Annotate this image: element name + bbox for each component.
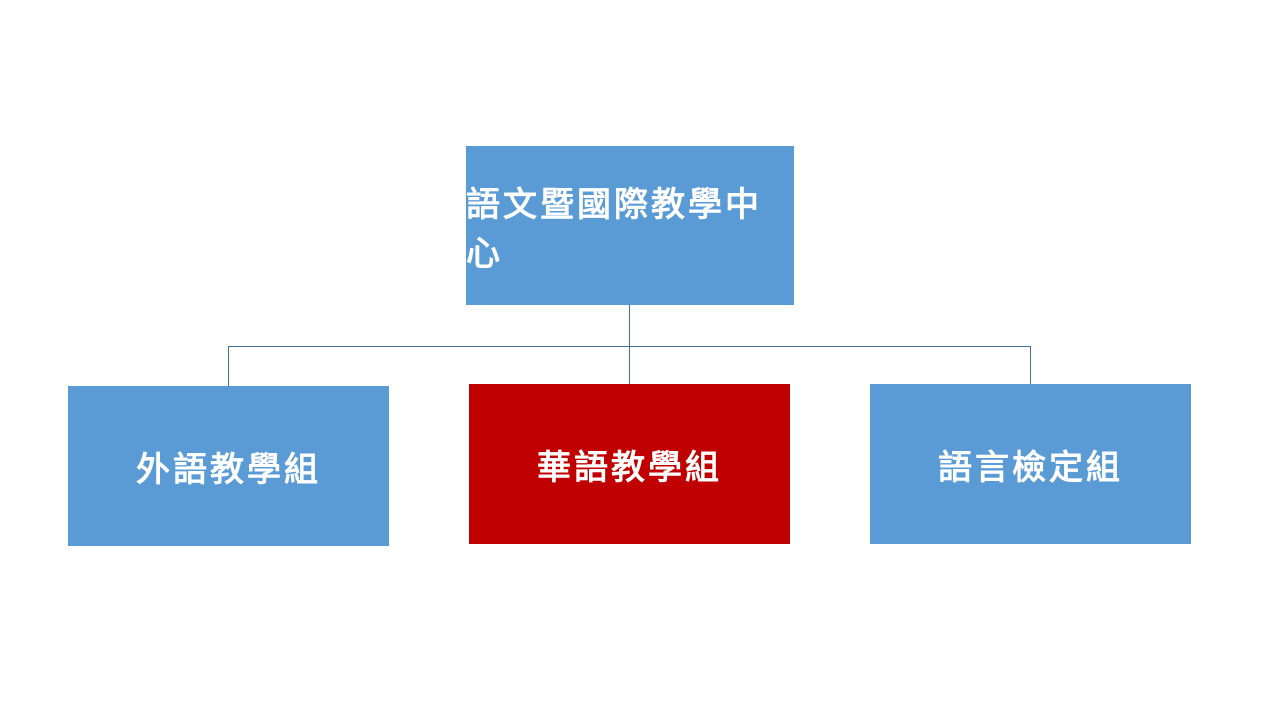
org-node-language-testing: 語言檢定組 xyxy=(870,384,1191,544)
org-node-foreign-language: 外語教學組 xyxy=(68,386,389,546)
org-node-root: 語文暨國際教學中心 xyxy=(466,146,794,305)
org-node-label: 語言檢定組 xyxy=(938,447,1123,488)
org-node-label: 外語教學組 xyxy=(136,449,321,490)
org-node-label: 華語教學組 xyxy=(537,447,722,488)
org-node-root-label: 語文暨國際教學中心 xyxy=(466,184,762,274)
org-node-chinese-language: 華語教學組 xyxy=(469,384,790,544)
